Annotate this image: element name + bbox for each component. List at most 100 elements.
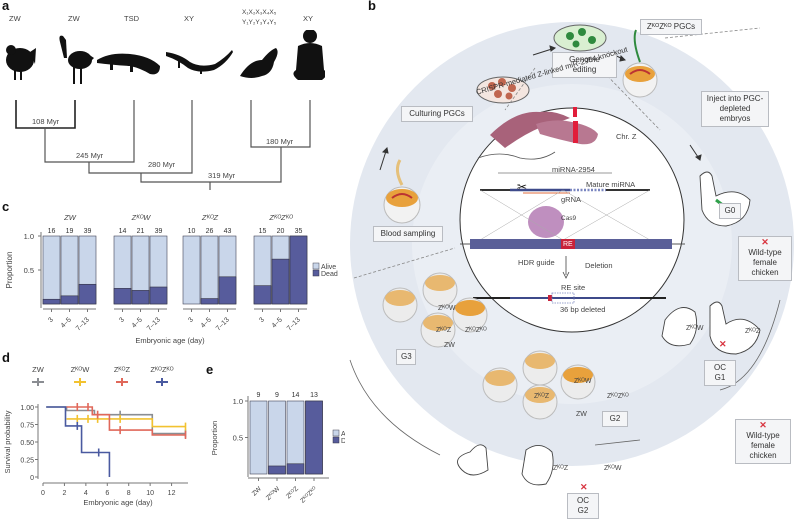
crocodile-silhouette-icon <box>97 53 160 75</box>
phylogeny-tree <box>15 100 311 190</box>
platypus-x-chromosomes: X₁X₂X₃X₄X₅ <box>242 9 277 16</box>
x-tick-label: 7–13 <box>75 316 91 332</box>
group-title: ZW <box>63 213 77 222</box>
divergence-180: 180 Myr <box>266 137 294 146</box>
bar-alive <box>42 235 61 305</box>
g2-genotype-zkozko: ZᴷᴼZᴷᴼ <box>607 393 629 400</box>
legend-alive-swatch <box>312 262 320 270</box>
g2-mortality-chart: Proportion0.51.09ZW9ZᴷᴼW14ZᴷᴼZ13ZᴷᴼZᴷᴼAl… <box>210 392 345 505</box>
x-tick-label: 4–5 <box>271 316 284 329</box>
g3-eggs-cluster-icon <box>382 272 488 348</box>
lizard-silhouette-icon <box>166 50 233 74</box>
wild-type-label-2: ✕ Wild-type female chicken <box>735 419 791 464</box>
y-axis-label: Survival probability <box>3 410 12 473</box>
legend-alive-label: Alive <box>341 431 345 438</box>
y-axis-label: Proportion <box>210 421 219 456</box>
emu-silhouette-icon <box>59 35 94 84</box>
legend-label: ZᴷᴼW <box>71 365 91 374</box>
inject-embryos-label: Inject into PGC-depleted embryos <box>701 91 769 127</box>
legend-dead-label: Dead <box>321 271 338 278</box>
y-tick-label: 0.75 <box>20 423 34 430</box>
cross-icon-2: ✕ <box>759 420 767 430</box>
pgcs-label: ZᴷᴼZᴷᴼ PGCs <box>640 19 702 35</box>
divergence-245: 245 Myr <box>76 151 104 160</box>
chicken-silhouette-icon <box>6 45 36 80</box>
x-tick-label: 8 <box>127 490 131 497</box>
mature-mirna-label: Mature miRNA <box>586 180 636 189</box>
survival-curve <box>66 406 186 436</box>
legend-alive-label: Alive <box>321 264 336 271</box>
mirna-2954-label: miRNA-2954 <box>552 165 595 174</box>
group-title: ZᴷᴼW <box>131 213 152 222</box>
re-label: RE <box>563 241 573 248</box>
sample-size-label: 14 <box>119 228 127 235</box>
y-tick-label: 0.25 <box>20 458 34 465</box>
sample-size-label: 35 <box>295 228 303 235</box>
genome-editing-dish-icon <box>553 24 607 52</box>
bar-dead <box>271 258 290 305</box>
divergence-280: 280 Myr <box>148 160 176 169</box>
cas9-label: Cas9 <box>561 215 577 222</box>
g3-genotype-zkow: ZᴷᴼW <box>438 305 456 312</box>
sample-size-label: 20 <box>277 228 285 235</box>
sample-size-label: 26 <box>206 228 214 235</box>
g2-eggs-cluster-icon <box>482 350 596 420</box>
wild-type-label-1: ✕ Wild-type female chicken <box>738 236 792 281</box>
sample-size-label: 10 <box>188 228 196 235</box>
sex-system-crocodile: TSD <box>124 14 139 23</box>
wild-type-text-2: Wild-type female chicken <box>746 431 780 460</box>
g2-genotype-zkoz: ZᴷᴼZ <box>534 393 550 400</box>
oc-g2-label: OC G2 <box>567 493 599 519</box>
sex-system-lizard: XY <box>184 14 195 23</box>
sample-size-label: 16 <box>48 228 56 235</box>
legend-alive-swatch <box>332 429 340 437</box>
divergence-319: 319 Myr <box>208 171 236 180</box>
x-tick-label: 4 <box>84 490 88 497</box>
g3-label: G3 <box>396 349 416 365</box>
re-site-label: RE site <box>561 283 586 292</box>
bp-deleted-label: 36 bp deleted <box>560 305 606 314</box>
panel-a-letter: a <box>2 0 10 13</box>
x-axis-label: Embryonic age (day) <box>83 498 153 507</box>
bar-alive <box>182 235 201 305</box>
panel-b-letter: b <box>368 0 376 13</box>
platypus-silhouette-icon <box>240 48 278 78</box>
legend-label: ZᴷᴼZ <box>114 365 131 374</box>
cas9-protein-icon <box>528 206 564 238</box>
culturing-dish-icon <box>476 76 530 104</box>
sample-size-label: 15 <box>259 228 267 235</box>
bar-alive <box>60 235 79 305</box>
bar-dead <box>131 290 150 305</box>
survival-curve <box>46 406 111 477</box>
oc-g2-rooster-icon <box>457 444 489 476</box>
x-tick-label: 0 <box>41 490 45 497</box>
bar-dead <box>253 285 272 305</box>
deletion-label: Deletion <box>585 261 613 270</box>
g3-genotype-zkozko: ZᴷᴼZᴷᴼ <box>465 327 487 334</box>
crispr-workflow-diagram: ✂ <box>349 22 794 486</box>
bar-dead <box>149 286 168 305</box>
bar-dead <box>286 463 305 475</box>
oc-g2-rooster-genotype: ZᴷᴼZ <box>553 465 569 472</box>
legend-label: ZᴷᴼZᴷᴼ <box>150 365 173 374</box>
oc-g2-hen-icon <box>521 445 554 486</box>
bar-dead <box>200 298 219 305</box>
platypus-y-chromosomes: Y₁Y₂Y₃Y₄Y₅ <box>242 19 277 26</box>
panel-d-letter: d <box>2 350 10 365</box>
x-tick-label: ZW <box>251 485 264 498</box>
scissors-icon: ✂ <box>517 180 527 194</box>
group-title: ZᴷᴼZᴷᴼ <box>268 213 293 222</box>
oc-g1-hen-icon <box>661 307 698 347</box>
wild-type-text-1: Wild-type female chicken <box>748 248 782 277</box>
y-tick-label: 1.0 <box>233 397 243 406</box>
sex-system-chicken: ZW <box>9 14 21 23</box>
legend-dead-label: Dead <box>341 438 345 445</box>
oc-g1-hen-genotype: ZᴷᴼW <box>686 325 704 332</box>
bar-dead <box>305 400 323 475</box>
x-tick-label: 10 <box>146 490 154 497</box>
sample-size-label: 9 <box>257 392 261 399</box>
x-tick-label: 3 <box>47 316 55 324</box>
legend-dead-swatch <box>312 269 320 277</box>
